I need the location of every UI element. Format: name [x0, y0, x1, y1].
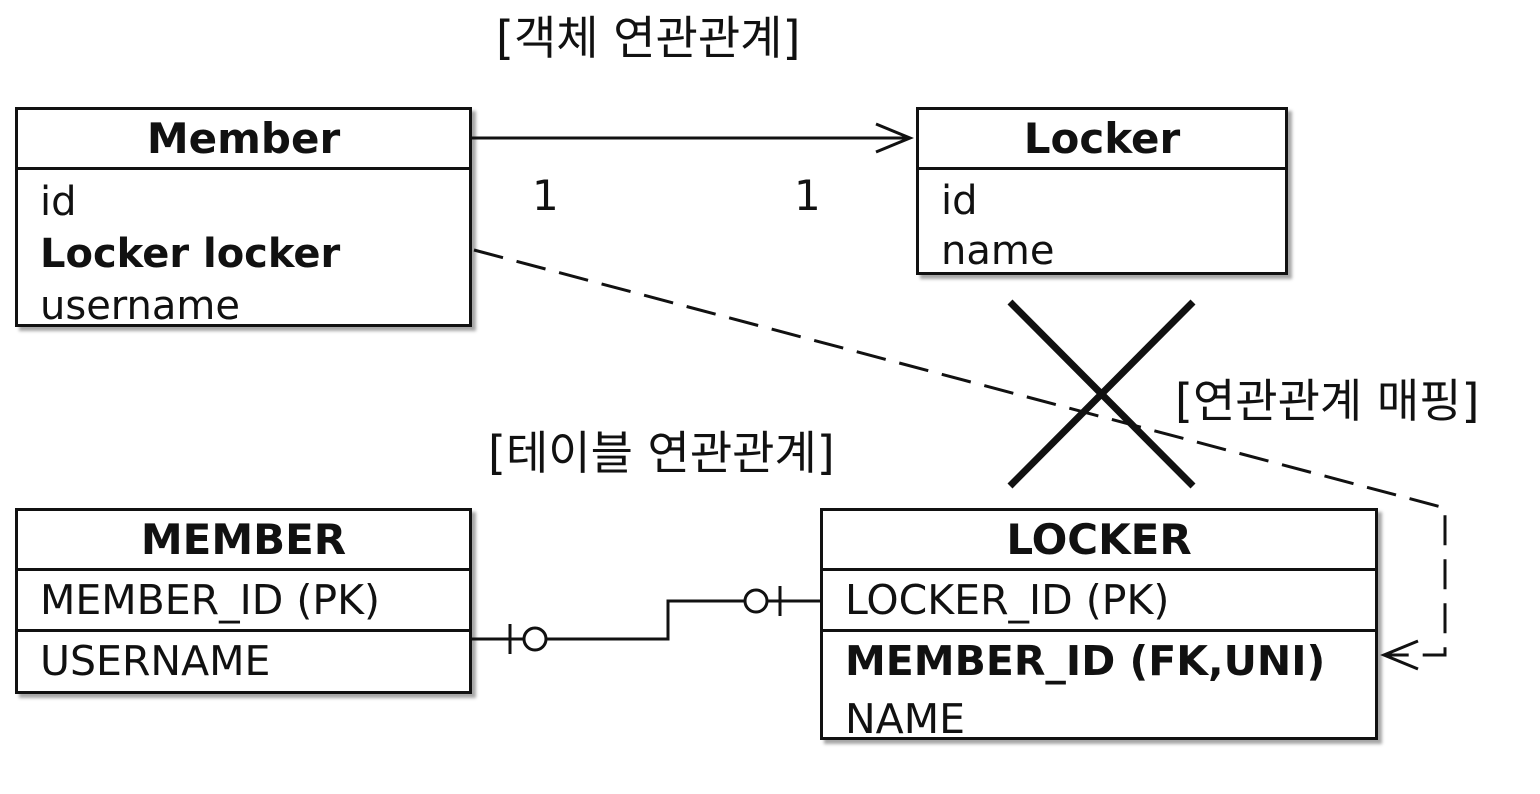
member-table-name: MEMBER	[18, 511, 469, 571]
erd-member-circle	[522, 626, 548, 652]
member-table-box: MEMBER MEMBER_ID (PK) USERNAME	[15, 508, 472, 694]
locker-class-box: Locker id name	[916, 107, 1288, 275]
erd-locker-circle	[743, 588, 769, 614]
target-multiplicity: 1	[794, 171, 821, 220]
member-column-member-id: MEMBER_ID (PK)	[18, 571, 469, 632]
locker-column-locker-id: LOCKER_ID (PK)	[823, 571, 1375, 632]
object-relation-caption: [객체 연관관계]	[496, 11, 801, 65]
locker-table-box: LOCKER LOCKER_ID (PK) MEMBER_ID (FK,UNI)…	[820, 508, 1378, 743]
member-class-fields: id Locker locker username	[18, 170, 469, 332]
locker-table-name: LOCKER	[823, 511, 1375, 571]
locker-class-name: Locker	[919, 110, 1285, 170]
relation-mapping-caption: [연관관계 매핑]	[1175, 374, 1480, 428]
mapping-dashed-line	[473, 248, 1447, 657]
source-multiplicity: 1	[532, 171, 559, 220]
member-class-box: Member id Locker locker username	[15, 107, 472, 329]
member-field-id: id	[40, 179, 77, 225]
member-field-username: username	[40, 283, 240, 329]
association-arrowhead	[875, 122, 914, 154]
member-column-username: USERNAME	[40, 637, 271, 685]
locker-field-id: id	[941, 178, 978, 224]
cross-mark-stroke-b	[1007, 299, 1196, 489]
member-class-name: Member	[18, 110, 469, 170]
table-relation-caption: [테이블 연관관계]	[488, 426, 835, 480]
locker-field-name: name	[941, 228, 1055, 274]
member-field-locker: Locker locker	[40, 231, 341, 277]
locker-column-name: NAME	[845, 695, 965, 743]
mapping-arrowhead	[1380, 639, 1419, 671]
locker-class-fields: id name	[919, 170, 1285, 276]
locker-column-member-id: MEMBER_ID (FK,UNI)	[845, 637, 1326, 685]
